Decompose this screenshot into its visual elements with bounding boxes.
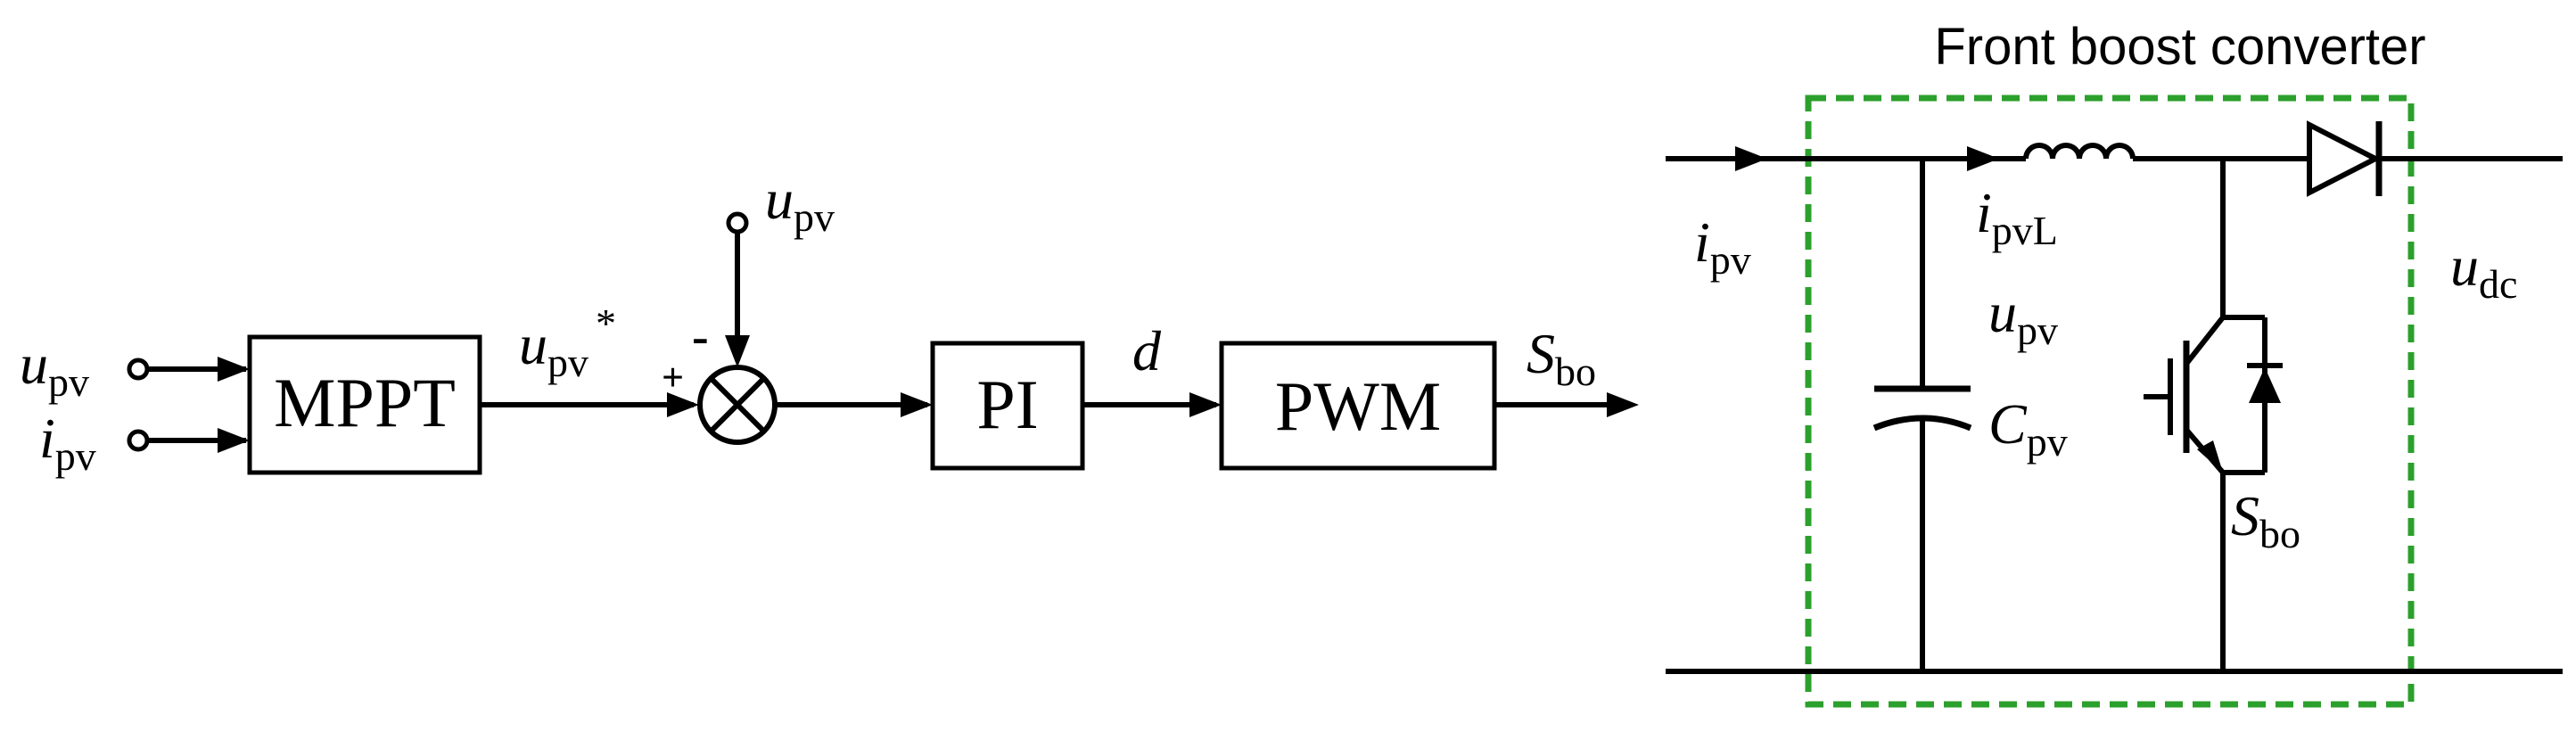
converter-boundary	[1805, 95, 2415, 708]
converter-i-pv-label: ipv	[1694, 210, 1751, 283]
summing-junction	[697, 365, 778, 445]
pi-block	[930, 341, 1085, 471]
diode	[2307, 120, 2383, 197]
arrow-i-pv-to-mppt	[218, 428, 250, 453]
input-u-pv-terminal	[127, 358, 150, 381]
arrow-feedback-to-summer	[725, 335, 750, 367]
pwm-block-label: PWM	[1275, 367, 1441, 445]
feedback-u-pv-terminal	[726, 211, 749, 234]
input-u-pv-label: upv	[20, 333, 89, 405]
converter-u-dc-label: udc	[2450, 234, 2517, 307]
inductor	[2023, 143, 2136, 160]
minus-sign: -	[692, 309, 709, 365]
converter-i-pvl-label: ipvL	[1976, 181, 2058, 253]
converter-c-pv-label: Cpv	[1988, 392, 2068, 465]
plus-sign: +	[662, 356, 684, 399]
input-i-pv-label: ipv	[39, 407, 96, 479]
arrow-pi-to-pwm	[1189, 392, 1222, 417]
arrow-summer-to-pi	[901, 392, 933, 417]
arrow-i-pv	[1735, 146, 1767, 171]
mppt-block-label: MPPT	[274, 364, 456, 441]
feedback-u-pv-label: upv	[765, 168, 835, 240]
duty-label: d	[1132, 319, 1162, 382]
pi-block-label: PI	[976, 366, 1038, 443]
converter-u-pv-label: upv	[1988, 281, 2058, 353]
pwm-block	[1219, 341, 1497, 471]
arrow-mppt-to-summer	[667, 392, 699, 417]
igbt-switch	[2144, 315, 2283, 475]
arrow-i-pvl	[1967, 146, 1999, 171]
u-pv-ref-label: upv*	[519, 300, 616, 385]
s-bo-output-label: Sbo	[1527, 322, 1596, 394]
arrow-pwm-output	[1607, 392, 1639, 417]
arrow-u-pv-to-mppt	[218, 357, 250, 382]
converter-s-bo-label: Sbo	[2231, 484, 2300, 556]
input-i-pv-terminal	[127, 429, 150, 452]
converter-title: Front boost converter	[1934, 18, 2425, 76]
